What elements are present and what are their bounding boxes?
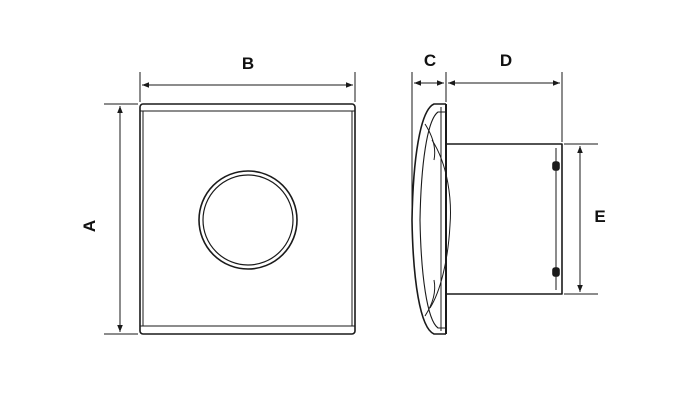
cover-profile-outer <box>411 103 446 335</box>
label-b: B <box>242 54 254 73</box>
label-e: E <box>594 207 605 226</box>
cover-bowl-curve <box>429 139 451 309</box>
dimension-d <box>448 72 563 142</box>
clip-bottom <box>552 267 560 277</box>
front-view <box>139 103 356 335</box>
label-d: D <box>500 51 512 70</box>
side-view <box>411 103 563 335</box>
dimension-c <box>411 72 447 218</box>
dimension-b <box>139 72 356 102</box>
front-panel-outer <box>139 103 356 335</box>
front-panel-inner <box>142 110 353 327</box>
cover-profile-inner <box>419 111 446 329</box>
label-c: C <box>424 51 436 70</box>
center-ring-outer <box>198 170 298 270</box>
duct-body <box>446 143 563 295</box>
center-ring-inner <box>202 174 294 266</box>
dimension-e <box>564 143 598 295</box>
clip-top <box>552 161 560 171</box>
dimension-a <box>104 103 138 335</box>
label-a: A <box>80 220 99 232</box>
